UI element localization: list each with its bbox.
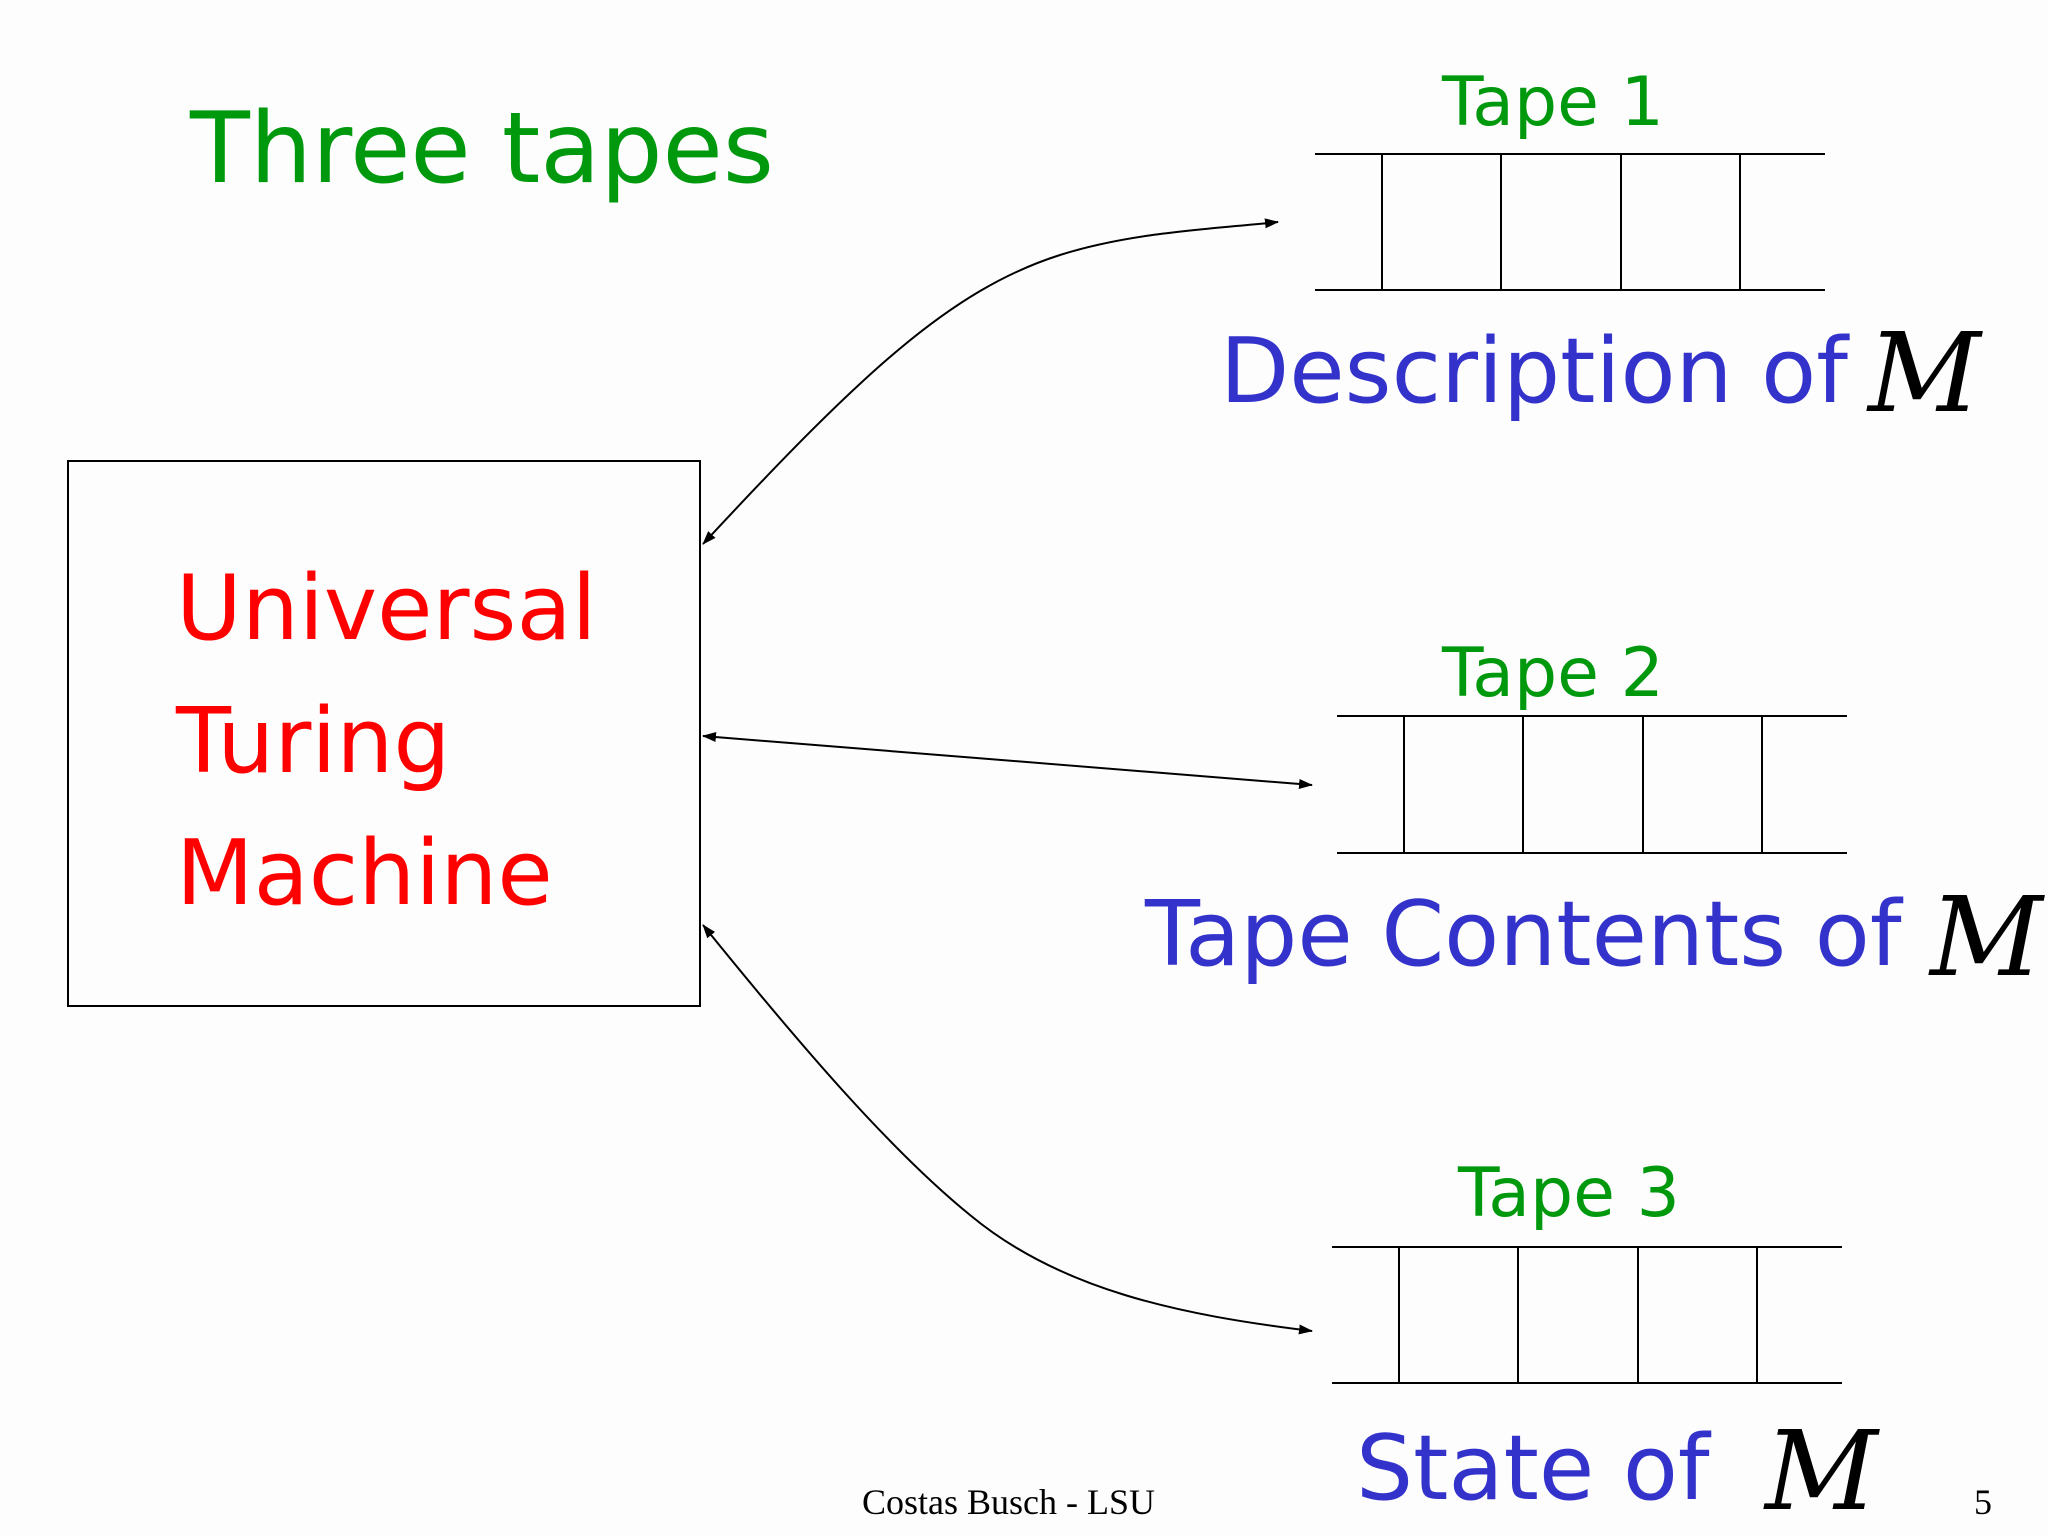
utm-label-universal: Universal [176, 556, 597, 661]
tape-2-machine-symbol: M [1930, 873, 2043, 1001]
tape-1-cells [1315, 153, 1825, 291]
tape-1-label: Tape 1 [1442, 63, 1664, 142]
tape-3-cells [1332, 1246, 1842, 1384]
tape-3-description: State of [1356, 1416, 1710, 1521]
tape-3-label: Tape 3 [1458, 1154, 1680, 1233]
utm-label-machine: Machine [176, 821, 553, 926]
utm-label-turing: Turing [176, 689, 451, 794]
footer-author: Costas Busch - LSU [862, 1482, 1156, 1522]
arrow-utm-tape-3 [702, 924, 1313, 1335]
tape-2-description: Tape Contents of [1145, 882, 1902, 987]
arrow-utm-tape-1 [702, 218, 1279, 545]
tape-3-machine-symbol: M [1765, 1407, 1878, 1535]
utm-box [67, 460, 701, 1007]
arrow-utm-tape-2 [702, 732, 1313, 789]
tape-1-machine-symbol: M [1868, 309, 1981, 437]
tape-2-label: Tape 2 [1442, 634, 1664, 713]
tape-1-description: Description of [1220, 319, 1848, 424]
page-number: 5 [1974, 1482, 1992, 1522]
tape-2-cells [1337, 715, 1847, 854]
slide-title: Three tapes [190, 92, 774, 206]
